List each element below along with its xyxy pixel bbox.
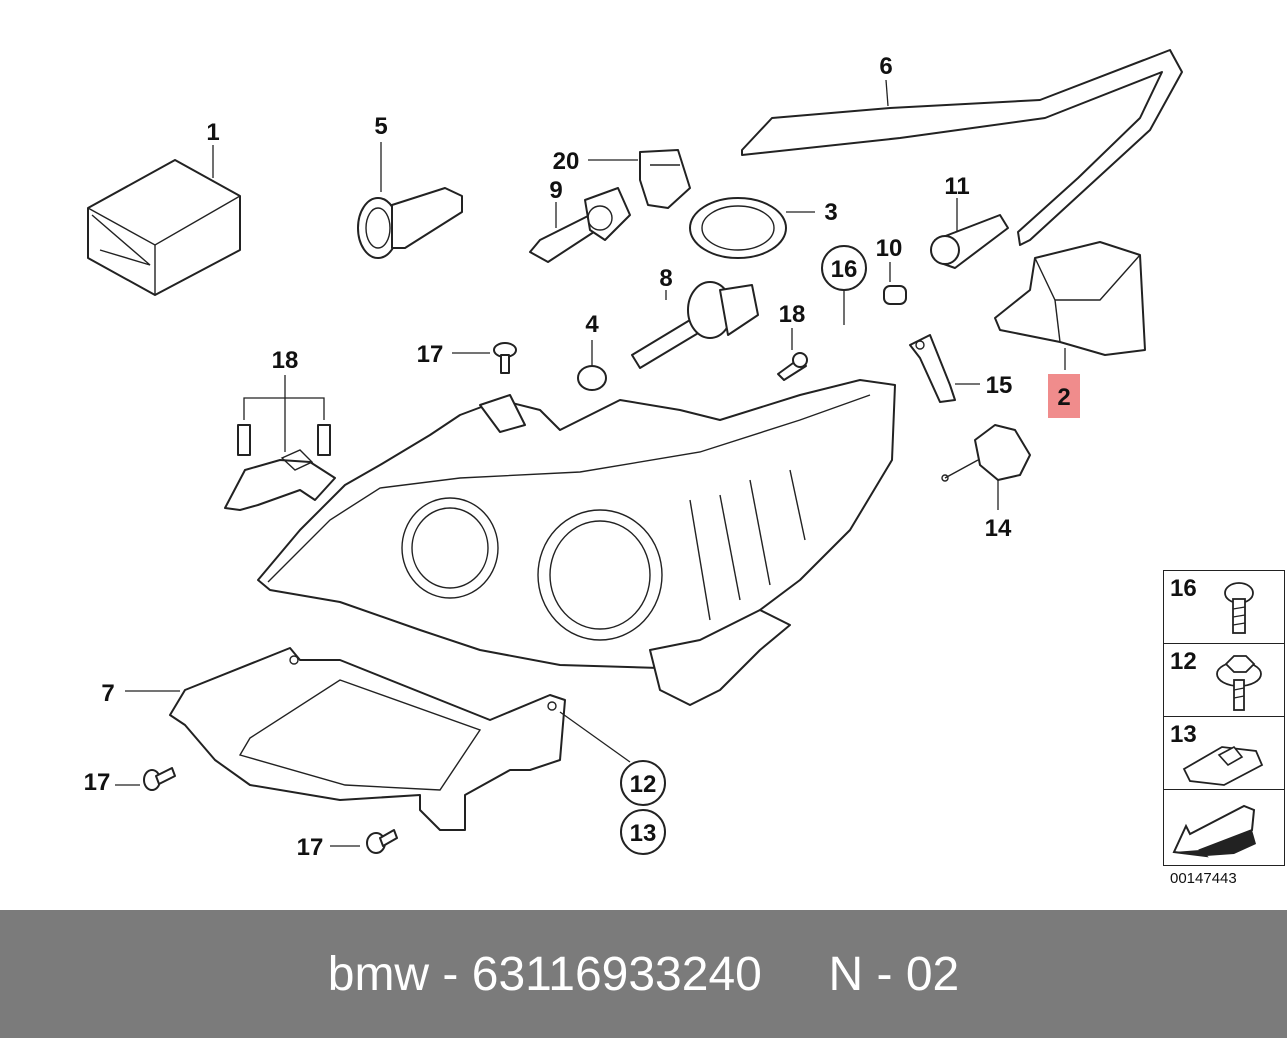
part-4-clip[interactable] [577, 340, 607, 391]
label-8: 8 [659, 265, 672, 292]
label-1: 1 [206, 119, 219, 146]
hex-nut-icon [1216, 655, 1262, 711]
label-18-center: 18 [779, 301, 806, 328]
label-13: 13 [630, 820, 657, 847]
label-10: 10 [876, 235, 903, 262]
part-6-seal[interactable] [741, 49, 1183, 246]
legend-arrow [1164, 790, 1284, 864]
label-2[interactable]: 2 [1057, 384, 1070, 411]
part-18-bracket-left[interactable] [224, 375, 336, 511]
part-12-callout[interactable] [559, 711, 666, 806]
legend-label-16: 16 [1170, 575, 1197, 602]
part-10-small-bulb[interactable] [883, 262, 907, 305]
legend-item-13[interactable]: 13 [1164, 717, 1284, 790]
label-3: 3 [824, 199, 837, 226]
label-18-left: 18 [272, 347, 299, 374]
legend-label-12: 12 [1170, 648, 1197, 675]
part-17-screw-top[interactable] [452, 342, 517, 374]
label-6: 6 [879, 53, 892, 80]
legend-item-12[interactable]: 12 [1164, 644, 1284, 717]
part-8-xenon-bulb[interactable] [631, 281, 759, 369]
label-9: 9 [549, 177, 562, 204]
label-5: 5 [374, 113, 387, 140]
footer-bar: bmw - 63116933240 N - 02 [0, 910, 1287, 1038]
part-5-bulb-socket[interactable] [357, 142, 463, 259]
part-18-screw-center[interactable] [777, 328, 808, 381]
fastener-legend: 16 12 13 [1163, 570, 1285, 866]
part-20-clip[interactable] [588, 149, 691, 209]
legend-item-16[interactable]: 16 [1164, 571, 1284, 644]
label-17-bottom: 17 [297, 834, 324, 861]
part-17-screw-bottom[interactable] [330, 829, 398, 854]
part-2-cover-cap[interactable] [994, 241, 1146, 370]
label-17-top: 17 [417, 341, 444, 368]
label-20: 20 [553, 148, 580, 175]
part-17-screw-left[interactable] [115, 767, 176, 791]
label-15: 15 [986, 372, 1013, 399]
part-16-callout[interactable] [821, 245, 867, 325]
part-1-box[interactable] [87, 145, 241, 296]
part-14-adjuster[interactable] [941, 424, 1031, 510]
document-reference: 00147443 [1170, 870, 1237, 887]
highlight-box [1048, 374, 1080, 418]
headlight-housing[interactable] [257, 379, 896, 706]
clip-nut-icon [1182, 745, 1264, 786]
parts-diagram-drawing: 1 2 3 4 5 6 7 8 9 10 11 12 13 14 15 16 1… [84, 49, 1183, 861]
label-11: 11 [944, 173, 969, 200]
part-11-socket[interactable] [930, 198, 1009, 269]
part-9-bulb[interactable] [529, 187, 631, 263]
part-3-cover-ring[interactable] [689, 197, 815, 259]
label-4: 4 [585, 311, 599, 338]
parts-diagram: 1 2 3 4 5 6 7 8 9 10 11 12 13 14 15 16 1… [84, 49, 1183, 861]
label-7: 7 [101, 680, 114, 707]
part-7-frame[interactable] [125, 647, 566, 831]
screw-icon [1224, 582, 1254, 634]
label-12: 12 [630, 771, 657, 798]
label-16: 16 [831, 256, 858, 283]
label-14: 14 [985, 515, 1012, 542]
legend-label-13: 13 [1170, 721, 1197, 748]
label-17-left: 17 [84, 769, 111, 796]
footer-part-number: bmw - 63116933240 N - 02 [327, 947, 960, 1001]
direction-arrow-icon [1172, 804, 1256, 858]
part-15-bracket[interactable] [909, 334, 980, 403]
part-13-callout[interactable] [620, 809, 666, 855]
